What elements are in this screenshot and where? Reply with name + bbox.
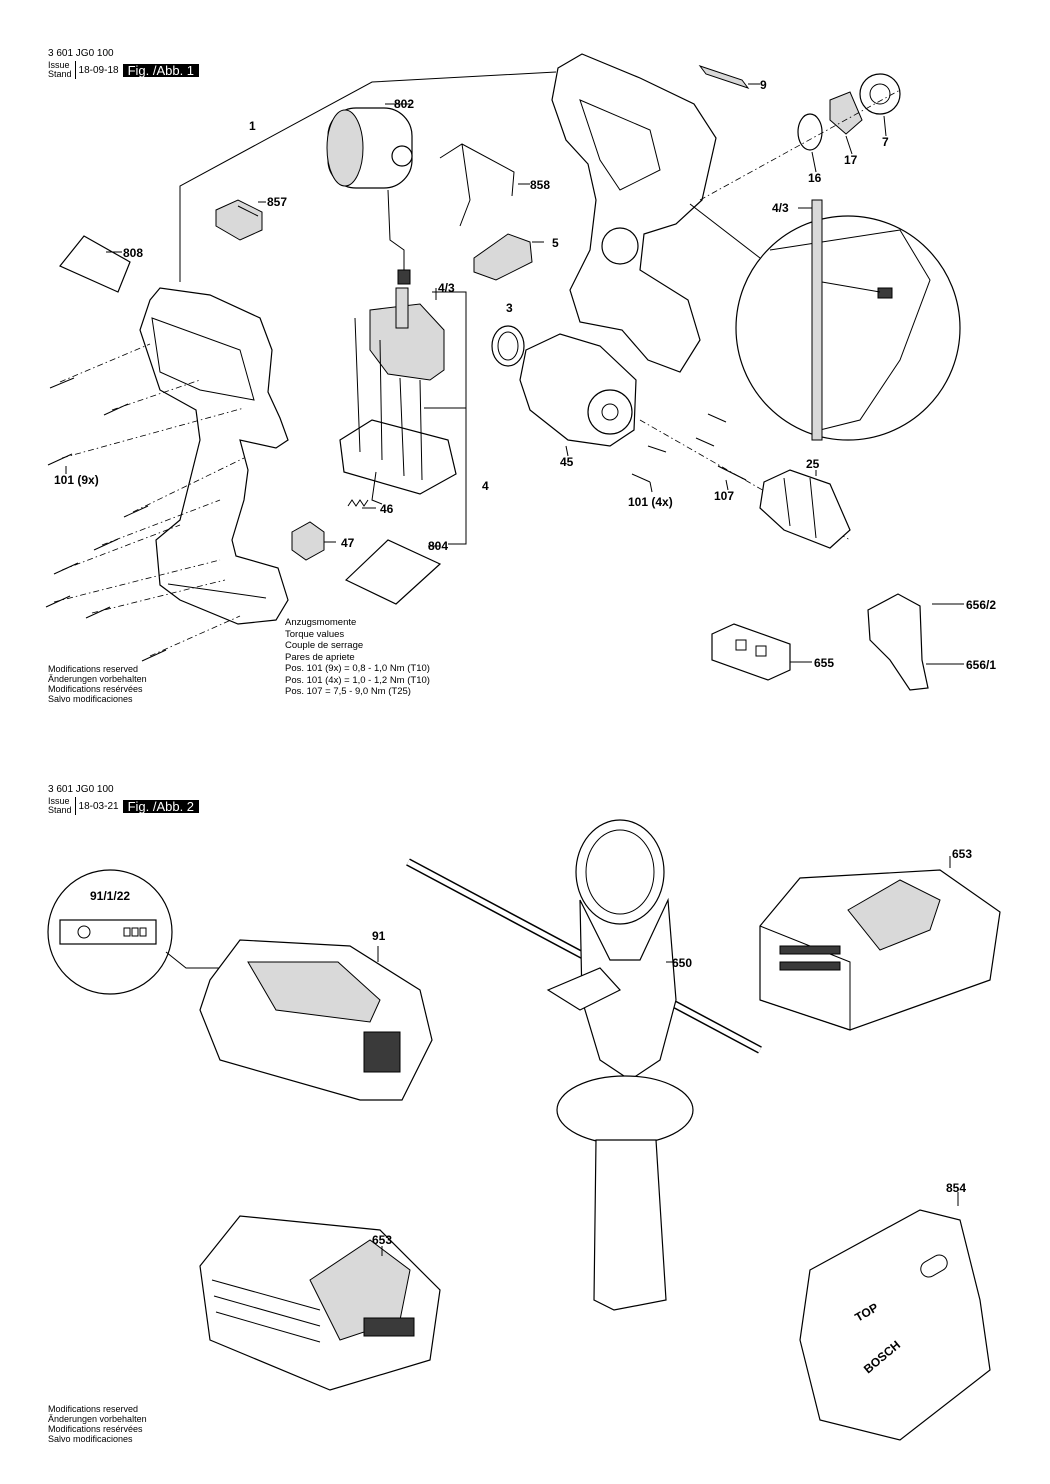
- label-653-bottom: 653: [372, 1233, 392, 1247]
- detail-view-91-1-22: 91/1/22: [47, 869, 228, 995]
- label-854: 854: [946, 1181, 966, 1195]
- issue-label: Issue: [48, 60, 70, 70]
- label-1: 1: [249, 119, 256, 133]
- part-labels-fig1: 1 802 858 857 808 5 4/3 3 9 7 17 16 4/3 …: [54, 78, 996, 672]
- label-3: 3: [506, 301, 513, 315]
- label-656-1: 656/1: [966, 658, 996, 672]
- torque-line: Pos. 107 = 7,5 - 9,0 Nm (T25): [285, 686, 411, 697]
- label-17: 17: [844, 153, 858, 167]
- label-107: 107: [714, 489, 734, 503]
- nameplate-808: [59, 235, 131, 293]
- figure-badge: Fig. /Abb. 2: [122, 799, 200, 813]
- modifications-note: Modifications reserved Änderungen vorbeh…: [48, 1404, 147, 1444]
- label-91: 91: [372, 929, 386, 943]
- charger-653-a: 653: [759, 847, 1001, 1031]
- insert-854: TOP BOSCH 854: [799, 1181, 991, 1441]
- label-857: 857: [267, 195, 287, 209]
- spring-46: [347, 499, 369, 507]
- mod-line: Modifications resérvées: [48, 1424, 143, 1434]
- screw-107: [717, 465, 747, 481]
- charger-653-b: 653: [199, 1215, 441, 1391]
- torque-line: Torque values: [285, 628, 345, 640]
- label-655: 655: [814, 656, 834, 670]
- clip-858: [439, 143, 515, 227]
- screws-101-left: [45, 343, 245, 662]
- torque-line: Pos. 101 (4x) = 1,0 - 1,2 Nm (T10): [285, 674, 430, 686]
- ring-3: [491, 325, 525, 367]
- modifications-note: Modifications reserved Änderungen vorbeh…: [48, 664, 147, 704]
- label-9: 9: [760, 78, 767, 92]
- mod-line: Modifications reserved: [48, 1404, 139, 1414]
- figure-badge: Fig. /Abb. 1: [122, 63, 200, 77]
- stand-label: Stand: [48, 805, 72, 815]
- parts-7-16-17: [797, 73, 901, 151]
- label-653-top: 653: [952, 847, 972, 861]
- label-656-2: 656/2: [966, 598, 996, 612]
- switch-4: [339, 287, 457, 505]
- torque-values: Anzugsmomente Torque values Couple de se…: [285, 617, 430, 698]
- torque-line: Pos. 101 (9x) = 0,8 - 1,0 Nm (T10): [285, 663, 430, 674]
- leader-lines-fig1: [65, 83, 964, 665]
- board-804: [344, 539, 442, 605]
- motor-802: [326, 107, 413, 285]
- part-5: [473, 233, 533, 281]
- strip-9: [698, 65, 750, 89]
- mod-line: Änderungen vorbehalten: [48, 1414, 147, 1424]
- torque-line: Anzugsmomente: [285, 617, 357, 628]
- torque-line: Couple de serrage: [285, 640, 364, 651]
- label-101-9x: 101 (9x): [54, 473, 99, 487]
- group-bracket-1: [179, 71, 557, 282]
- auxiliary-handle-650: 650: [406, 819, 762, 1311]
- assembly-axis: [699, 89, 901, 201]
- label-25: 25: [806, 457, 820, 471]
- label-808: 808: [123, 246, 143, 260]
- fig2-header: 3 601 JG0 100 Issue Stand 18-03-21 Fig. …: [48, 784, 200, 815]
- issue-date: 18-09-18: [78, 64, 119, 76]
- mod-line: Salvo modificaciones: [48, 694, 133, 704]
- stand-label: Stand: [48, 69, 72, 79]
- mod-line: Modifications resérvées: [48, 684, 143, 694]
- mod-line: Salvo modificaciones: [48, 1434, 133, 1444]
- fig1-header: 3 601 JG0 100 Issue Stand 18-09-18 Fig. …: [48, 48, 200, 79]
- label-802: 802: [394, 97, 414, 111]
- label-4-3-detail: 4/3: [772, 201, 789, 215]
- label-4-3: 4/3: [438, 281, 455, 295]
- label-91-1-22: 91/1/22: [90, 889, 130, 903]
- label-804: 804: [428, 539, 448, 553]
- part-number: 3 601 JG0 100: [48, 784, 114, 795]
- label-16: 16: [808, 171, 822, 185]
- mod-line: Modifications reserved: [48, 664, 139, 674]
- label-650: 650: [672, 956, 692, 970]
- housing-right-shell: [551, 53, 717, 373]
- label-45: 45: [560, 455, 574, 469]
- label-5: 5: [552, 236, 559, 250]
- label-101-4x: 101 (4x): [628, 495, 673, 509]
- gearbox-45: [519, 333, 637, 447]
- label-4: 4: [482, 479, 489, 493]
- detail-view-4-3: [689, 199, 961, 441]
- bracket-4: [432, 291, 467, 545]
- screws-101-right: [631, 413, 727, 483]
- torque-line: Pares de apriete: [285, 651, 355, 663]
- part-number: 3 601 JG0 100: [48, 48, 114, 59]
- label-47: 47: [341, 536, 355, 550]
- label-46: 46: [380, 502, 394, 516]
- part-857: [215, 199, 263, 241]
- label-858: 858: [530, 178, 550, 192]
- issue-date: 18-03-21: [78, 800, 119, 812]
- mod-line: Änderungen vorbehalten: [48, 674, 147, 684]
- housing-left-shell: [139, 287, 289, 625]
- belt-clip-656-1: [867, 593, 929, 691]
- battery-91: 91: [199, 929, 433, 1101]
- knob-47: [291, 521, 325, 561]
- issue-label: Issue: [48, 796, 70, 806]
- part-655: [711, 623, 791, 681]
- label-7: 7: [882, 135, 889, 149]
- chuck-25: [759, 469, 851, 549]
